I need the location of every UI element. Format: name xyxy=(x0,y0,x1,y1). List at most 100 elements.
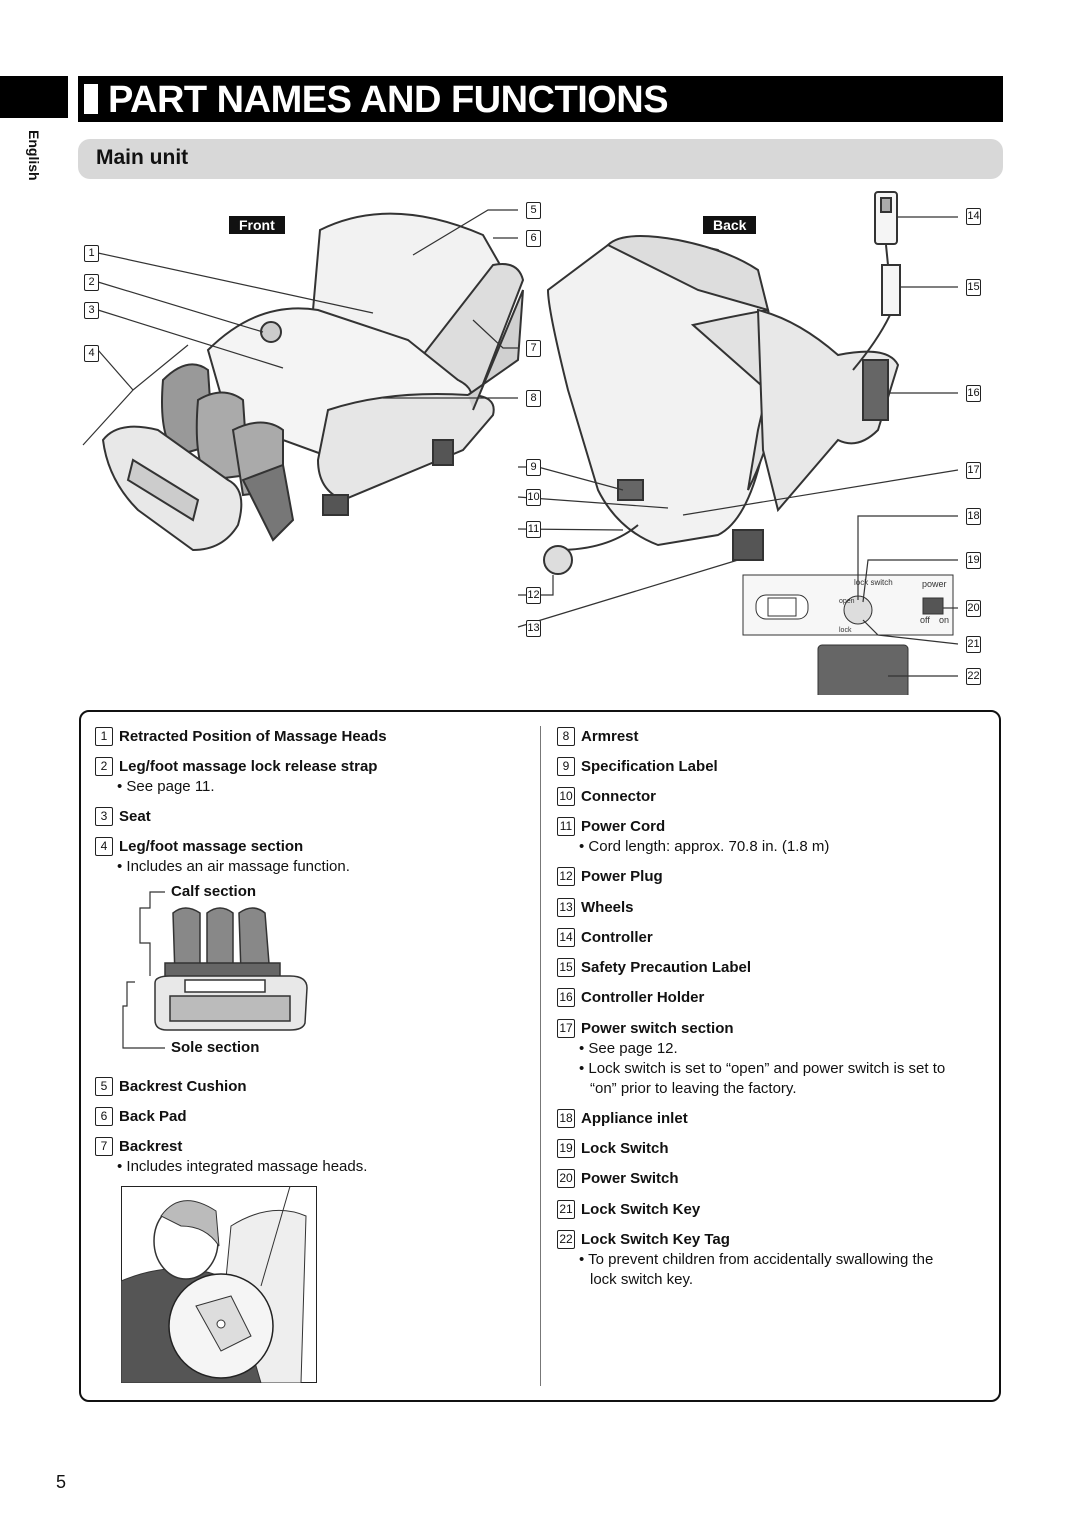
legend-num: 10 xyxy=(557,787,575,806)
legend-label: Power switch section xyxy=(581,1020,734,1037)
legend-item-17: 17 Power switch section xyxy=(557,1019,734,1038)
legend-num: 7 xyxy=(95,1137,113,1156)
legend-num: 11 xyxy=(557,817,575,836)
legend-note: • Includes integrated massage heads. xyxy=(117,1158,368,1175)
legend-item-8: 8 Armrest xyxy=(557,727,639,746)
callout-8: 8 xyxy=(526,390,541,407)
legend-item-10: 10 Connector xyxy=(557,787,656,806)
legend-num: 5 xyxy=(95,1077,113,1096)
callout-10: 10 xyxy=(526,489,541,506)
callout-16: 16 xyxy=(966,385,981,402)
legend-label: Power Plug xyxy=(581,868,663,885)
callout-19: 19 xyxy=(966,552,981,569)
legend-num: 3 xyxy=(95,807,113,826)
legend-item-9: 9 Specification Label xyxy=(557,757,718,776)
legend-item-13: 13 Wheels xyxy=(557,898,634,917)
power-panel-drawing xyxy=(742,574,954,695)
legend-label: Backrest Cushion xyxy=(119,1078,247,1095)
section-bar xyxy=(78,139,1003,179)
calf-section-label: Calf section xyxy=(171,883,257,900)
legend-item-14: 14 Controller xyxy=(557,928,653,947)
back-tag: Back xyxy=(703,216,757,234)
legend-label: Controller xyxy=(581,929,653,946)
legend-item-12: 12 Power Plug xyxy=(557,867,663,886)
legend-item-4: 4 Leg/foot massage section xyxy=(95,837,303,856)
legend-divider xyxy=(540,726,541,1386)
callout-1: 1 xyxy=(84,245,99,262)
power-label: power xyxy=(922,579,947,589)
legend-num: 19 xyxy=(557,1139,575,1158)
off-label: off xyxy=(920,615,930,625)
legend-num: 6 xyxy=(95,1107,113,1126)
callout-4: 4 xyxy=(84,345,99,362)
legend-item-1: 1 Retracted Position of Massage Heads xyxy=(95,727,387,746)
leg-section-diagram xyxy=(122,891,308,1049)
legend-num: 2 xyxy=(95,757,113,776)
callout-6: 6 xyxy=(526,230,541,247)
legend-num: 13 xyxy=(557,898,575,917)
on-label: on xyxy=(939,615,949,625)
legend-label: Safety Precaution Label xyxy=(581,959,752,976)
legend-num: 15 xyxy=(557,958,575,977)
legend-item-18: 18 Appliance inlet xyxy=(557,1109,688,1128)
legend-label: Power Cord xyxy=(581,818,666,835)
sole-section-label: Sole section xyxy=(171,1039,260,1056)
legend-note: • Lock switch is set to “open” and power… xyxy=(579,1060,946,1077)
callout-15: 15 xyxy=(966,279,981,296)
legend-note: • Cord length: approx. 70.8 in. (1.8 m) xyxy=(579,838,830,855)
legend-num: 9 xyxy=(557,757,575,776)
lock-switch-label: lock switch xyxy=(854,578,893,587)
legend-item-7: 7 Backrest xyxy=(95,1137,182,1156)
callout-20: 20 xyxy=(966,600,981,617)
legend-note: • Includes an air massage function. xyxy=(117,858,350,875)
legend-label: Power Switch xyxy=(581,1170,679,1187)
legend-box xyxy=(79,710,1001,1402)
title-marker xyxy=(84,84,98,114)
legend-note: • To prevent children from accidentally … xyxy=(579,1251,934,1268)
legend-item-2: 2 Leg/foot massage lock release strap xyxy=(95,757,377,776)
legend-label: Connector xyxy=(581,788,656,805)
legend-item-22: 22 Lock Switch Key Tag xyxy=(557,1230,730,1249)
legend-num: 12 xyxy=(557,867,575,886)
language-label: English xyxy=(26,130,42,181)
legend-label: Backrest xyxy=(119,1138,183,1155)
title-bar xyxy=(78,76,1003,122)
legend-note: lock switch key. xyxy=(590,1271,694,1288)
callout-18: 18 xyxy=(966,508,981,525)
legend-item-5: 5 Backrest Cushion xyxy=(95,1077,247,1096)
callout-2: 2 xyxy=(84,274,99,291)
legend-num: 21 xyxy=(557,1200,575,1219)
callout-12: 12 xyxy=(526,587,541,604)
legend-item-6: 6 Back Pad xyxy=(95,1107,187,1126)
legend-num: 20 xyxy=(557,1169,575,1188)
front-chair-drawing xyxy=(101,212,525,552)
chair-illustration: lock switch open lock power off on xyxy=(82,191,959,695)
backrest-usage-illustration xyxy=(121,1186,317,1383)
legend-item-21: 21 Lock Switch Key xyxy=(557,1200,700,1219)
legend-num: 22 xyxy=(557,1230,575,1249)
callout-7: 7 xyxy=(526,340,541,357)
leader-lines xyxy=(82,209,959,677)
section-title: Main unit xyxy=(96,146,189,169)
lock-label: lock xyxy=(839,627,852,634)
legend-label: Seat xyxy=(119,808,151,825)
legend-label: Lock Switch xyxy=(581,1140,669,1157)
legend-label: Lock Switch Key xyxy=(581,1201,701,1218)
legend-note: “on” prior to leaving the factory. xyxy=(590,1080,797,1097)
legend-num: 18 xyxy=(557,1109,575,1128)
open-label: open xyxy=(839,598,855,605)
callout-5: 5 xyxy=(526,202,541,219)
callout-13: 13 xyxy=(526,620,541,637)
legend-num: 16 xyxy=(557,988,575,1007)
legend-label: Controller Holder xyxy=(581,989,705,1006)
callout-11: 11 xyxy=(526,521,541,538)
legend-label: Appliance inlet xyxy=(581,1110,688,1127)
page-number: 5 xyxy=(56,1472,67,1492)
legend-label: Leg/foot massage lock release strap xyxy=(119,758,378,775)
legend-label: Wheels xyxy=(581,899,634,916)
legend-num: 14 xyxy=(557,928,575,947)
legend-label: Lock Switch Key Tag xyxy=(581,1231,730,1248)
legend-label: Specification Label xyxy=(581,758,718,775)
legend-item-20: 20 Power Switch xyxy=(557,1169,679,1188)
callout-9: 9 xyxy=(526,459,541,476)
